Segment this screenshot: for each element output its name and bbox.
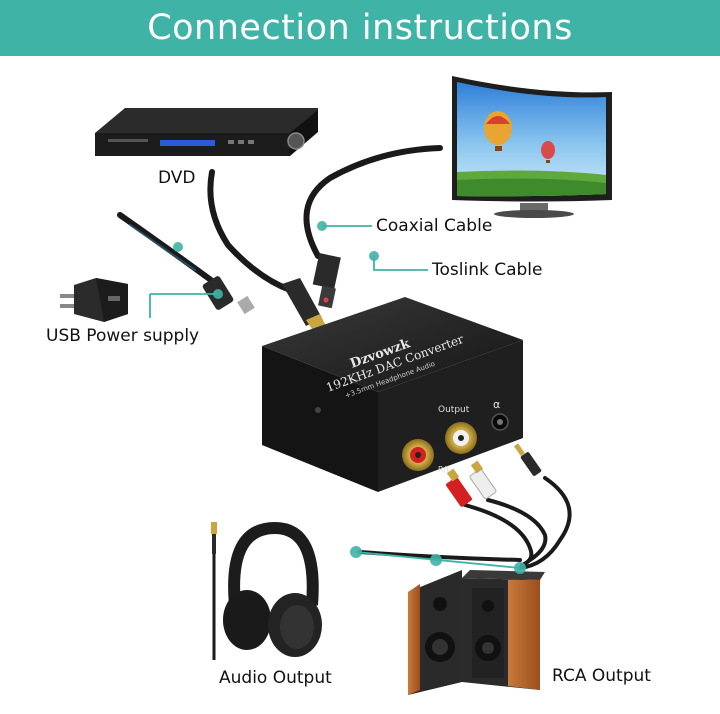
device-output-label: Output [438,405,470,415]
header-bar: Connection instructions [0,0,720,56]
label-rca-output: RCA Output [552,666,651,686]
page-title: Connection instructions [147,8,573,48]
device-rl-label: R/L [438,465,451,474]
dac-converter-icon [262,297,523,492]
bookshelf-speakers-icon [408,570,545,695]
label-toslink-cable: Toslink Cable [432,260,543,280]
label-usb-power-supply: USB Power supply [46,326,200,346]
label-audio-output: Audio Output [219,668,332,688]
usb-wall-charger-icon [60,278,128,322]
rca-plug-white [469,460,497,500]
cable-icon [117,145,443,293]
device-headphone-symbol: ⍺ [493,398,500,411]
toslink-connector [312,253,341,309]
headphones-icon [211,521,322,660]
label-dvd: DVD [158,168,196,188]
rca-plug-red [446,468,472,507]
curved-tv-icon [452,76,612,218]
callout-dots [173,221,526,574]
jack-plug [513,443,542,476]
label-coaxial-cable: Coaxial Cable [376,216,493,236]
dvd-player-icon [95,108,318,156]
